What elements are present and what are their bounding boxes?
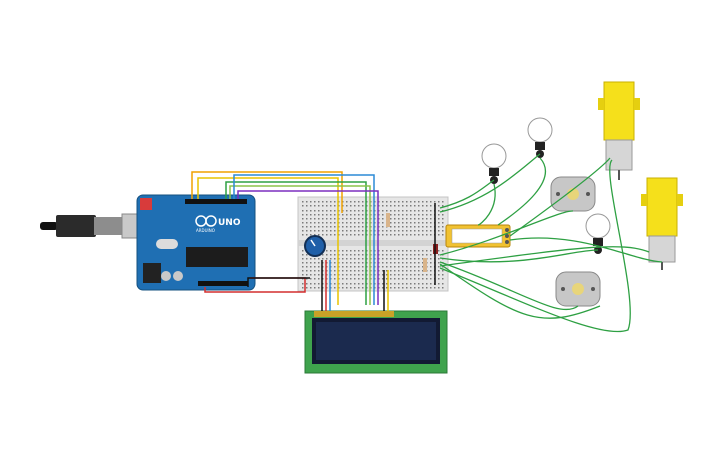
lcd-screen (316, 322, 436, 360)
potentiometer[interactable] (304, 235, 326, 257)
wires-arduino[interactable] (191, 171, 436, 311)
wire-black[interactable] (247, 277, 310, 287)
power-jack (143, 263, 161, 283)
wire-purple[interactable] (237, 190, 379, 305)
resistor-1[interactable] (386, 213, 390, 227)
analog-header[interactable] (198, 281, 248, 286)
crystal (156, 239, 178, 249)
reset-button[interactable] (140, 198, 152, 210)
atmega-chip (186, 247, 248, 267)
gear-motor-1[interactable] (598, 81, 640, 180)
wire-green-1[interactable] (225, 181, 367, 305)
digital-header[interactable] (185, 199, 247, 204)
arduino-logo (195, 215, 217, 227)
bulb-1[interactable] (481, 143, 507, 184)
wire-lime[interactable] (229, 185, 371, 305)
wire-orange[interactable] (191, 171, 343, 213)
wires-actuators[interactable] (439, 153, 663, 333)
bulb-3[interactable] (585, 213, 611, 254)
gear-motor-2[interactable] (641, 177, 683, 270)
arduino-label: ARDUINO (196, 228, 215, 233)
arduino-uno-board[interactable]: UNO ARDUINO (136, 194, 256, 291)
wire-yellow[interactable] (197, 177, 339, 305)
lcd-16x2[interactable] (304, 310, 448, 374)
bulb-2[interactable] (527, 117, 553, 158)
dc-motor-2[interactable] (555, 271, 601, 307)
usb-cable[interactable] (40, 213, 153, 239)
uno-label: UNO (218, 218, 241, 228)
dc-motor-1[interactable] (550, 176, 596, 212)
wire-blue[interactable] (233, 174, 375, 305)
relay-module[interactable] (445, 224, 511, 248)
resistor-2[interactable] (423, 258, 427, 272)
